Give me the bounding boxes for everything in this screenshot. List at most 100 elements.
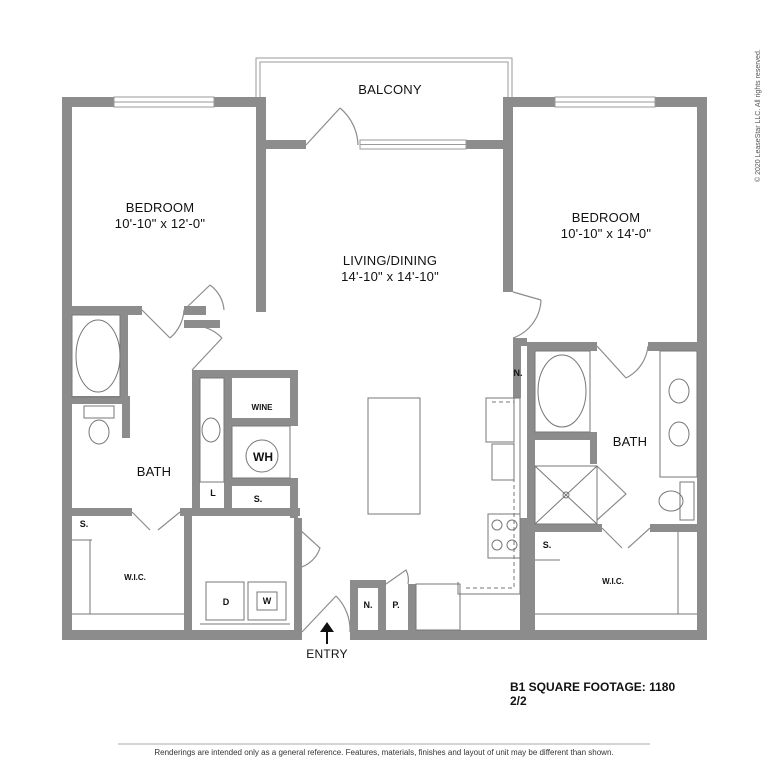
wic1-label: W.I.C. — [124, 573, 146, 582]
sink-icon — [201, 417, 221, 443]
wall — [290, 370, 298, 420]
toilet-icon — [88, 419, 110, 445]
wall — [520, 518, 530, 636]
tub2-box — [534, 350, 591, 433]
dryer-box — [205, 581, 245, 621]
door-shower — [596, 465, 627, 521]
wall — [513, 338, 527, 346]
burner-icon — [491, 539, 503, 551]
bed-bath-count: 2/2 — [510, 694, 527, 708]
kitchen-nook-label: N. — [513, 368, 523, 378]
wall — [232, 418, 298, 426]
wall — [256, 140, 306, 149]
door-pantry — [385, 569, 409, 585]
wall — [184, 320, 220, 328]
toilet2-icon — [658, 490, 684, 512]
door-bedroom2 — [512, 291, 542, 339]
wall — [62, 97, 114, 107]
toilet2-tank-icon — [679, 481, 695, 521]
sink2-icon — [668, 378, 690, 404]
kitchen-counter-inner — [464, 401, 515, 589]
wall — [192, 370, 232, 378]
sink3-icon — [668, 421, 690, 447]
door-bath1 — [141, 309, 185, 339]
linen-closet-label: L — [210, 488, 216, 498]
walls — [62, 97, 707, 640]
tub-box — [71, 314, 121, 398]
door-wic2 — [601, 527, 651, 549]
wall — [232, 370, 298, 378]
wall — [180, 508, 300, 516]
entry-label: ENTRY — [306, 647, 348, 661]
wall — [503, 97, 555, 107]
wall — [527, 432, 597, 440]
water-heater-label: WH — [253, 450, 273, 464]
wall — [350, 580, 380, 588]
wall — [697, 97, 707, 640]
wall — [120, 306, 128, 396]
wall — [408, 584, 416, 636]
entry-nook-label: N. — [363, 600, 373, 610]
wall — [62, 508, 132, 516]
wic2-label: W.I.C. — [602, 577, 624, 586]
bedroom1-name: BEDROOM — [125, 200, 195, 215]
stove — [487, 513, 521, 559]
doors — [131, 107, 651, 633]
wall — [214, 97, 266, 107]
living-name: LIVING/DINING — [342, 253, 438, 268]
tub-icon — [75, 319, 121, 393]
door-laundry — [297, 527, 321, 569]
tub2-icon — [537, 354, 587, 428]
balcony-label: BALCONY — [358, 82, 422, 97]
disclaimer-text: Renderings are intended only as a genera… — [154, 748, 614, 757]
wall — [192, 370, 200, 510]
entry-arrow-icon — [320, 622, 334, 644]
door-bedroom1 — [183, 284, 225, 311]
bath1-label: BATH — [136, 464, 172, 479]
wall — [62, 630, 302, 640]
square-footage: B1 SQUARE FOOTAGE: 1180 — [510, 680, 676, 694]
shower-line — [534, 465, 598, 525]
wall — [527, 342, 535, 432]
shower-drain-icon — [562, 491, 570, 499]
burner-icon — [506, 539, 518, 551]
wall — [655, 97, 707, 107]
washer-icon — [256, 591, 278, 611]
bath2-label: BATH — [612, 434, 648, 449]
door-entry — [301, 595, 351, 633]
island — [367, 397, 421, 515]
door-bath2 — [596, 345, 649, 379]
living-dimensions: 14'-10" x 14'-10" — [341, 269, 439, 284]
dishwasher — [415, 583, 461, 631]
toilet-tank-icon — [83, 405, 115, 419]
wall — [294, 518, 302, 636]
door-balcony — [305, 107, 359, 146]
wall — [224, 370, 232, 510]
wall — [62, 306, 142, 315]
wic2-shelf-label: S. — [542, 540, 552, 550]
bedroom2-dimensions: 10'-10" x 14'-0" — [560, 226, 652, 241]
wall — [256, 97, 266, 312]
wine-label: WINE — [251, 403, 273, 412]
burner-icon — [506, 519, 518, 531]
vanity2 — [659, 350, 698, 478]
bedroom2-name: BEDROOM — [571, 210, 641, 225]
wall — [527, 524, 602, 532]
burner-icon — [491, 519, 503, 531]
wall — [62, 396, 130, 404]
wall — [232, 478, 298, 486]
wall — [350, 580, 358, 636]
dryer-label: D — [222, 597, 230, 607]
wall — [184, 508, 192, 638]
wall — [184, 306, 206, 315]
door-bath1b — [187, 325, 223, 371]
wall — [122, 396, 130, 438]
washer-box — [247, 581, 287, 621]
water-heater-icon — [245, 439, 279, 473]
balcony-railing — [255, 57, 513, 97]
copyright-text: © 2020 LeaseStar LLC. All rights reserve… — [755, 49, 762, 182]
kitchen-sink-icon — [491, 443, 515, 481]
vanity1 — [199, 377, 225, 483]
